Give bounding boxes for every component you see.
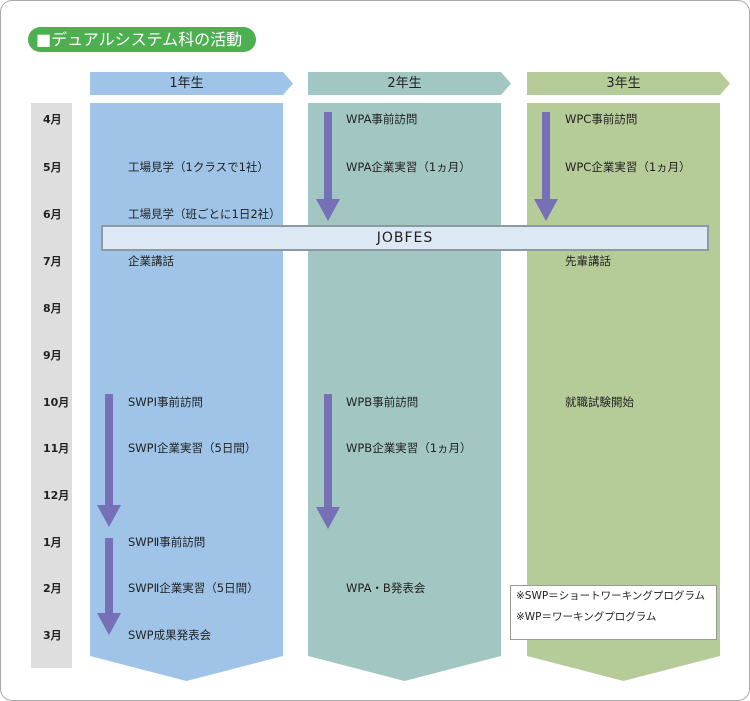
- month-label: 12月: [43, 489, 70, 502]
- activity-item: WPA・B発表会: [346, 581, 426, 595]
- month-label: 2月: [43, 582, 62, 595]
- month-label: 7月: [43, 255, 62, 268]
- month-label: 4月: [43, 113, 62, 126]
- month-column: 4月 5月 6月 7月 8月 9月 10月 11月 12月 1月 2月 3月: [31, 103, 72, 668]
- month-label: 5月: [43, 161, 62, 174]
- note-swp: ※SWP＝ショートワーキングプログラム: [516, 590, 706, 602]
- activity-item: SWP成果発表会: [128, 628, 212, 642]
- arrow-shaft: [542, 112, 550, 199]
- legend-note: ※SWP＝ショートワーキングプログラム ※WP＝ワーキングプログラム: [510, 585, 717, 640]
- arrow-shaft: [105, 394, 113, 505]
- year-header-shape: [90, 72, 293, 95]
- year-header: 3年生: [606, 76, 641, 91]
- activity-item: WPB企業実習（1ヵ月）: [346, 441, 472, 455]
- note-wp: ※WP＝ワーキングプログラム: [516, 611, 657, 623]
- month-label: 9月: [43, 349, 62, 362]
- arrow-down-icon: [316, 507, 340, 529]
- year-header: 1年生: [169, 76, 204, 91]
- month-label: 3月: [43, 629, 62, 642]
- page-title: ■デュアルシステム科の活動: [28, 27, 257, 52]
- activity-item: WPC事前訪問: [565, 112, 638, 126]
- year-header-shape: [308, 72, 511, 95]
- arrow-down-icon: [97, 505, 121, 527]
- arrow-shaft: [324, 394, 332, 507]
- activity-item: 企業講話: [128, 254, 174, 268]
- year-header: 2年生: [387, 76, 422, 91]
- activity-item: SWPⅠ事前訪問: [128, 395, 203, 409]
- arrow-shaft: [324, 112, 332, 199]
- activity-item: SWPⅠ企業実習（5日間）: [128, 441, 257, 455]
- arrow-down-icon: [316, 199, 340, 221]
- arrow-shaft: [105, 538, 113, 613]
- year-header-shape: [527, 72, 730, 95]
- month-label: 1月: [43, 536, 62, 549]
- activity-item: WPA事前訪問: [346, 112, 418, 126]
- jobfes-bar: JOBFES: [101, 225, 709, 251]
- activity-item: 工場見学（班ごとに1日2社）: [128, 207, 281, 221]
- month-label: 8月: [43, 302, 62, 315]
- activity-item: WPB事前訪問: [346, 395, 419, 409]
- arrow-down-icon: [97, 613, 121, 635]
- activity-item: 工場見学（1クラスで1社）: [128, 160, 269, 174]
- activity-item: WPA企業実習（1ヵ月）: [346, 160, 471, 174]
- activity-item: WPC企業実習（1ヵ月）: [565, 160, 691, 174]
- month-label: 11月: [43, 442, 70, 455]
- month-label: 10月: [43, 396, 70, 409]
- arrow-down-icon: [534, 199, 558, 221]
- activity-item: 先輩講話: [565, 254, 611, 268]
- activity-item: SWPⅡ企業実習（5日間）: [128, 581, 259, 595]
- month-label: 6月: [43, 208, 62, 221]
- activity-item: SWPⅡ事前訪問: [128, 535, 206, 549]
- activity-item: 就職試験開始: [565, 395, 634, 409]
